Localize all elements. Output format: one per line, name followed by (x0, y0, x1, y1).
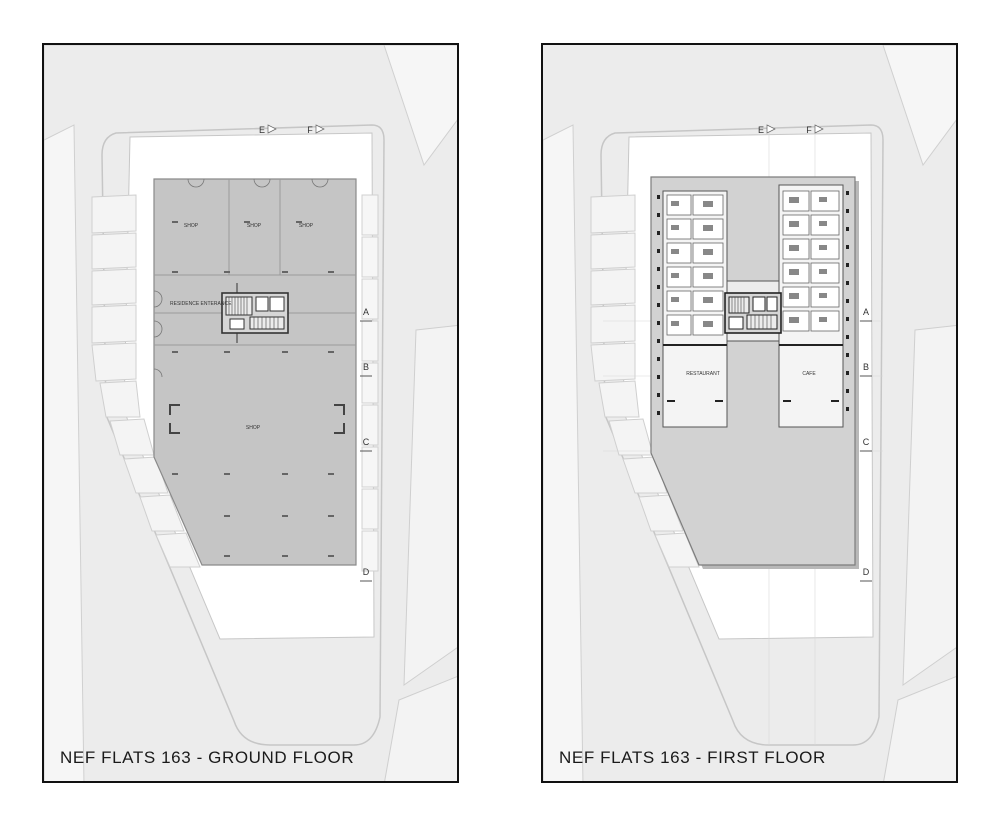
door-swings (153, 178, 329, 378)
panel-caption-first-floor: NEF FLATS 163 - FIRST FLOOR (559, 748, 826, 767)
facade-columns (657, 191, 849, 415)
adjacent-block-bottom-right (384, 676, 457, 781)
furniture-fixtures (671, 197, 827, 327)
parking-strips (91, 194, 201, 568)
service-strip-east (361, 194, 379, 572)
grid-marker-a: A (363, 307, 369, 317)
first-floor-drawing: RESTAURANT CAFE E F A B C D (543, 45, 956, 781)
grid-markers: A B C D (360, 307, 372, 582)
room-label-restaurant: RESTAURANT (686, 371, 720, 377)
grid-marker-b: B (863, 362, 869, 372)
vertical-core (724, 292, 782, 334)
grid-marker-a: A (863, 307, 869, 317)
building-footprint (153, 178, 357, 566)
first-floor-plan-panel: RESTAURANT CAFE E F A B C D NEF FLATS 16… (541, 43, 958, 783)
room-label-entrance: RESIDENCE ENTERANCE (170, 301, 232, 307)
road-top-right (383, 45, 457, 167)
restaurant-cafe-walls (663, 344, 843, 402)
adjacent-block-right (902, 324, 956, 686)
road-left (543, 124, 584, 781)
section-marker-e: E (758, 124, 776, 135)
shop-corner-walls (169, 404, 345, 434)
road-left (44, 124, 85, 781)
adjacent-block-right (403, 324, 457, 686)
grid-marker-d: D (863, 567, 870, 577)
ground-floor-plan-panel: SHOP SHOP SHOP RESIDENCE ENTERANCE SHOP … (42, 43, 459, 783)
ground-floor-drawing: SHOP SHOP SHOP RESIDENCE ENTERANCE SHOP … (44, 45, 457, 781)
grid-marker-d: D (363, 567, 370, 577)
structural-columns (172, 221, 334, 557)
partition-walls (154, 179, 356, 346)
panel-caption-ground-floor: NEF FLATS 163 - GROUND FLOOR (60, 748, 355, 767)
adjacent-block-bottom-right (883, 676, 956, 781)
grid-marker-b: B (363, 362, 369, 372)
room-label-shop-big: SHOP (246, 425, 261, 431)
section-marker-e: E (259, 124, 277, 135)
room-label-shop-2: SHOP (247, 223, 262, 229)
section-marker-f: F (307, 124, 325, 135)
parking-strips (590, 194, 700, 568)
section-marker-f: F (806, 124, 824, 135)
svg-text:E: E (259, 125, 265, 135)
vertical-core (221, 283, 289, 343)
svg-text:E: E (758, 125, 764, 135)
svg-text:F: F (806, 125, 812, 135)
room-label-shop-3: SHOP (299, 223, 314, 229)
road-top-right (882, 45, 956, 167)
svg-text:F: F (307, 125, 313, 135)
grid-markers: A B C D (860, 307, 872, 582)
grid-marker-c: C (863, 437, 870, 447)
room-label-shop-1: SHOP (184, 223, 199, 229)
grid-marker-c: C (363, 437, 370, 447)
room-label-cafe: CAFE (802, 371, 816, 377)
